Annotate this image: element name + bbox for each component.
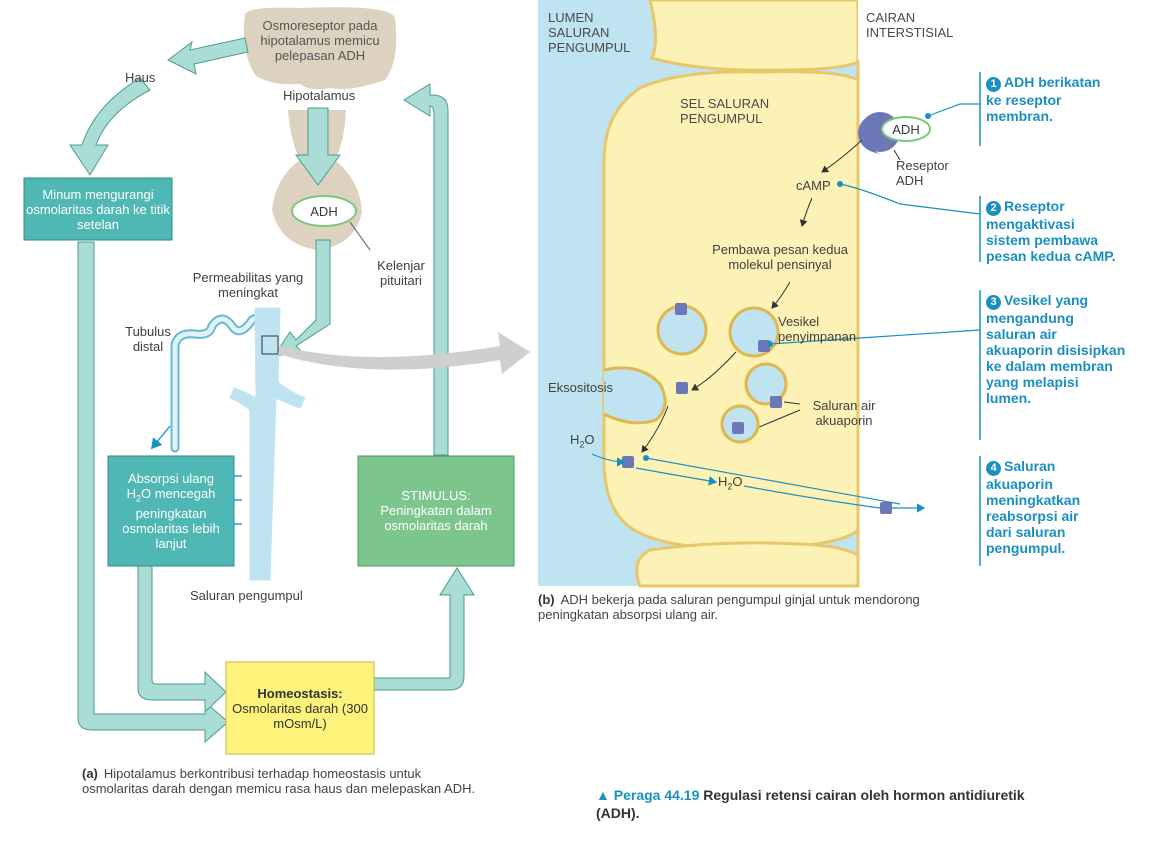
- arrow-drink-to-homeostasis: [77, 241, 229, 744]
- osmoreceptor-label: Osmoreseptor pada hipotalamus memicu pel…: [260, 17, 380, 63]
- aquaporin-label: Saluran air akuaporin: [812, 398, 876, 428]
- homeostasis-text: Osmolaritas darah (300 mOsm/L): [232, 700, 368, 731]
- drink-box-text: Minum mengurangi osmolaritas darah ke ti…: [26, 186, 170, 232]
- h2o-label-1: H2O: [570, 432, 595, 450]
- permeability-label: Permeabilitas yang meningkat: [192, 270, 304, 300]
- stimulus-title: STIMULUS:: [401, 487, 471, 503]
- interstitial-label: CAIRAN INTERSTISIAL: [866, 10, 954, 40]
- homeostasis-box-text: Homeostasis: Osmolaritas darah (300 mOsm…: [230, 668, 370, 748]
- reabsorption-line1: Absorpsi ulang: [128, 470, 214, 486]
- adh-oval-a: [291, 195, 357, 227]
- lumen-label: LUMEN SALURAN PENGUMPUL: [548, 10, 631, 55]
- second-messenger-label: Pembawa pesan kedua molekul pensinyal: [712, 242, 848, 272]
- reabsorption-rest: peningkatan osmolaritas lebih lanjut: [122, 506, 220, 552]
- caption-b: (b)ADH bekerja pada saluran pengumpul gi…: [538, 592, 920, 622]
- collecting-duct-label: Saluran pengumpul: [190, 588, 303, 603]
- receptor-label: Reseptor ADH: [896, 158, 949, 188]
- stimulus-text: Peningkatan dalam osmolaritas darah: [380, 502, 492, 533]
- hypothalamus-label: Hipotalamus: [283, 88, 356, 103]
- adh-label-a: ADH: [310, 203, 338, 219]
- storage-vesicle-label: Vesikel penyimpanan: [778, 314, 857, 344]
- homeostasis-box: [225, 661, 375, 755]
- adh-oval-b: [881, 116, 931, 142]
- stimulus-box-text: STIMULUS: Peningkatan dalam osmolaritas …: [362, 472, 510, 548]
- reabsorption-box: [107, 455, 235, 567]
- arrow-thirst-to-drink: [69, 77, 151, 176]
- stimulus-box: [357, 455, 515, 567]
- drink-box: [23, 177, 173, 241]
- hypothalamus-shape: [243, 7, 397, 90]
- distal-tubule-label: Tubulus distal: [125, 324, 171, 354]
- arrow-reabsorption-to-homeostasis: [137, 565, 227, 714]
- caption-a: (a)Hipotalamus berkontribusi terhadap ho…: [82, 766, 476, 796]
- camp-label: cAMP: [796, 178, 831, 193]
- exocytosis-label: Eksositosis: [548, 380, 614, 395]
- arrow-to-thirst: [167, 37, 249, 75]
- h2o-label-2: H2O: [718, 474, 743, 492]
- homeostasis-title: Homeostasis:: [257, 685, 343, 701]
- figure-title: ▲ Peraga 44.19 Regulasi retensi cairan o…: [596, 787, 1025, 821]
- thirst-label: Haus: [125, 70, 156, 85]
- cell-label: SEL SALURAN PENGUMPUL: [680, 96, 770, 126]
- pituitary-label: Kelenjar pituitari: [377, 258, 425, 288]
- zoom-arrow: [278, 332, 530, 374]
- arrow-hypothalamus-down: [295, 107, 341, 186]
- collecting-duct-a: [229, 307, 306, 581]
- reabsorption-line2: H2O mencegah: [126, 485, 216, 504]
- exocytosis-vesicle: [603, 366, 667, 425]
- reabsorption-box-text: Absorpsi ulang H2O mencegah peningkatan …: [110, 458, 232, 564]
- distal-tubule: [170, 313, 267, 453]
- adh-label-b: ADH: [892, 121, 920, 137]
- arrow-homeostasis-to-stimulus: [373, 567, 475, 691]
